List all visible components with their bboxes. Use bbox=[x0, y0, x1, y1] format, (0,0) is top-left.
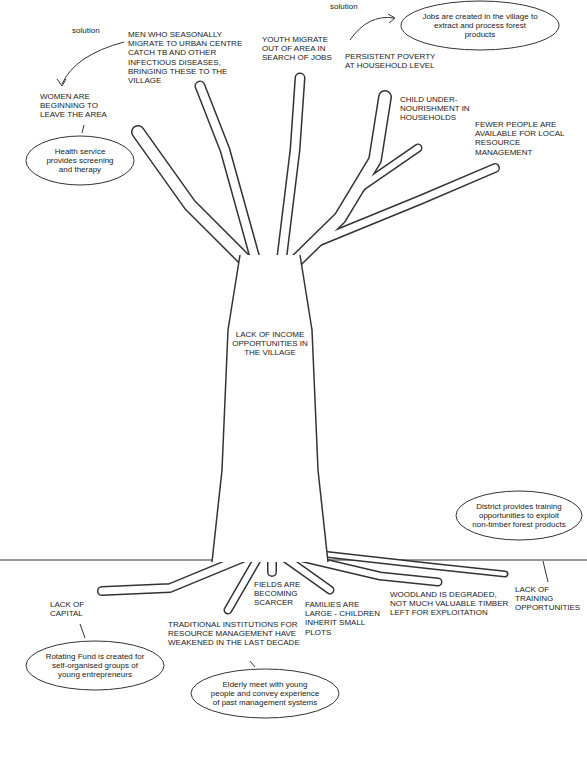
problem-label: CHILD UNDER-NOURISHMENT IN HOUSEHOLDS bbox=[400, 95, 470, 123]
problem-label: TRADITIONAL INSTITUTIONS FOR RESOURCE MA… bbox=[168, 620, 300, 648]
solution-text: Elderly meet with young people and conve… bbox=[190, 680, 340, 708]
problem-label: LACK OF CAPITAL bbox=[50, 600, 115, 618]
problem-label: FIELDS ARE BECOMING SCARCER bbox=[254, 580, 310, 608]
problem-label: WOMEN ARE BEGINNING TO LEAVE THE AREA bbox=[40, 92, 125, 120]
solution-text: Rotating Fund is created for self-organi… bbox=[25, 652, 165, 680]
solution-label: solution bbox=[330, 2, 370, 11]
solution-bubble: Health service provides screening and th… bbox=[25, 135, 135, 186]
problem-label: LACK OF TRAINING OPPORTUNITIES bbox=[515, 585, 583, 613]
core-problem-label: LACK OF INCOME OPPORTUNITIES IN THE VILL… bbox=[232, 330, 308, 358]
solution-text: District provides training opportunities… bbox=[455, 502, 583, 530]
problem-label: YOUTH MIGRATE OUT OF AREA IN SEARCH OF J… bbox=[262, 35, 347, 63]
solution-bubble: Elderly meet with young people and conve… bbox=[190, 668, 340, 719]
solution-label: solution bbox=[72, 26, 117, 35]
problem-label: WOODLAND IS DEGRADED, NOT MUCH VALUABLE … bbox=[390, 590, 515, 618]
solution-text: Health service provides screening and th… bbox=[25, 147, 135, 175]
problem-label: PERSISTENT POVERTY AT HOUSEHOLD LEVEL bbox=[345, 52, 440, 70]
solution-bubble: Rotating Fund is created for self-organi… bbox=[25, 640, 165, 691]
solution-bubble: District provides training opportunities… bbox=[455, 490, 583, 541]
solution-bubble: Jobs are created in the village to extra… bbox=[400, 0, 560, 51]
problem-label: FAMILIES ARE LARGE - CHILDREN INHERIT SM… bbox=[305, 600, 383, 637]
problem-label: FEWER PEOPLE ARE AVAILABLE FOR LOCAL RES… bbox=[475, 120, 570, 157]
problem-label: MEN WHO SEASONALLY MIGRATE TO URBAN CENT… bbox=[128, 30, 253, 85]
solution-text: Jobs are created in the village to extra… bbox=[400, 12, 560, 40]
